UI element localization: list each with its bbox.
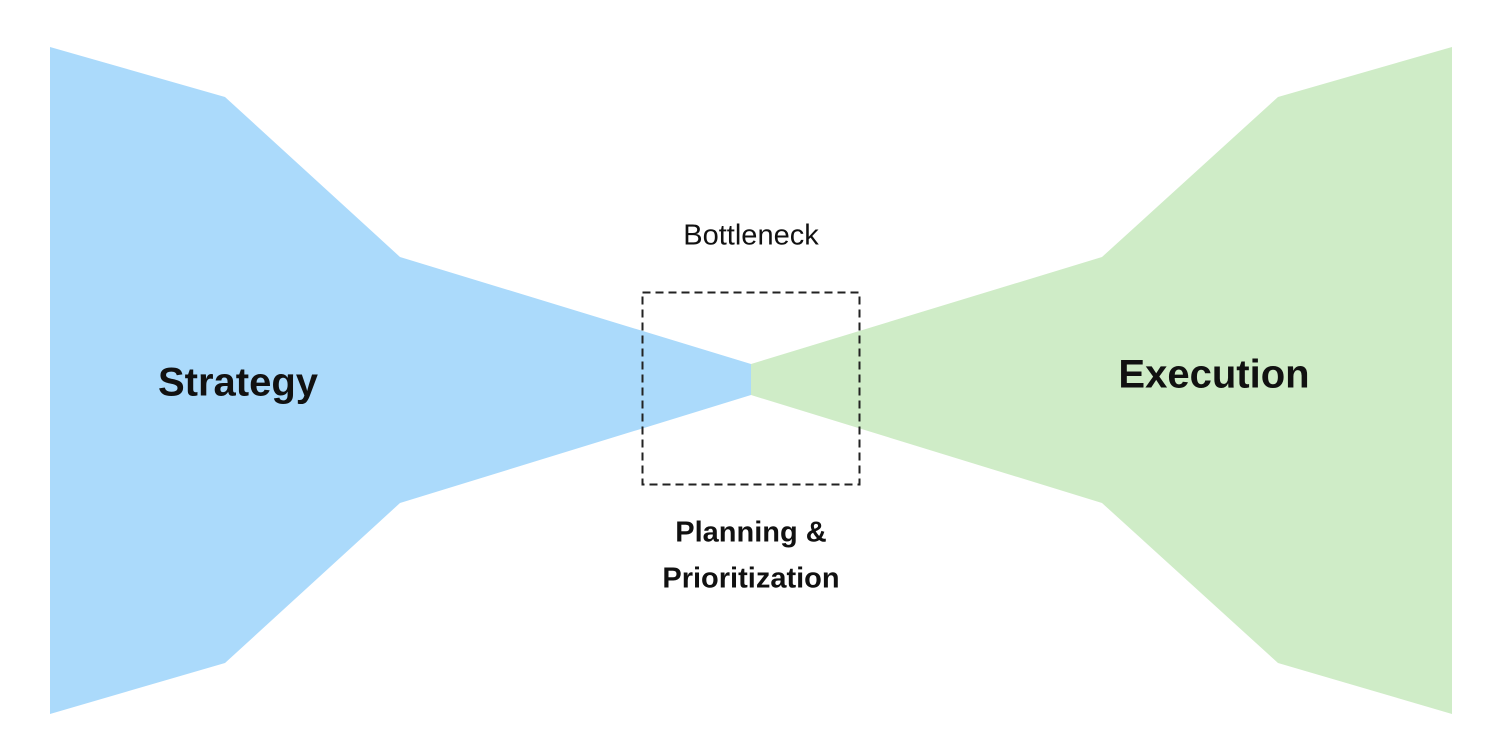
bottleneck-box (641, 291, 861, 486)
execution-funnel-shape (751, 47, 1452, 714)
execution-label: Execution (1118, 353, 1309, 397)
planning-label-line2: Prioritization (662, 563, 839, 595)
strategy-funnel-shape (50, 47, 751, 714)
planning-label-line1: Planning & (675, 517, 827, 549)
bottleneck-label: Bottleneck (683, 220, 819, 252)
strategy-label: Strategy (158, 361, 319, 405)
